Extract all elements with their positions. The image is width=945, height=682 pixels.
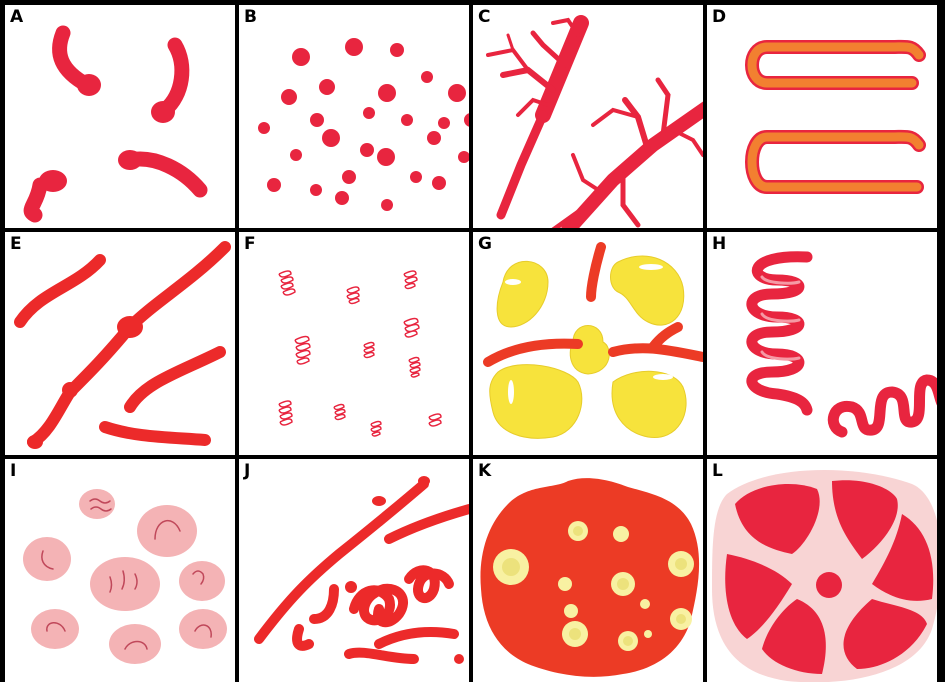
panel-label: J <box>244 461 250 481</box>
panel-c: C <box>473 5 703 228</box>
cocci-dots-illustration <box>239 5 469 228</box>
panel-j: J <box>239 459 469 682</box>
rods-and-coils-illustration <box>239 459 469 682</box>
panel-label: E <box>10 234 22 254</box>
panel-i: I <box>5 459 235 682</box>
panel-label: I <box>10 461 16 481</box>
irregular-rods-illustration <box>5 232 235 455</box>
panel-l: L <box>707 459 937 682</box>
u-shaped-rods-illustration <box>707 5 937 228</box>
panel-label: A <box>10 7 23 27</box>
panel-label: C <box>478 7 490 27</box>
panel-f: F <box>239 232 469 455</box>
panel-a: A <box>5 5 235 228</box>
pink-cells-illustration <box>5 459 235 682</box>
panel-label: K <box>478 461 491 481</box>
panel-b: B <box>239 5 469 228</box>
panel-label: B <box>244 7 257 27</box>
red-colony-with-granules-illustration <box>473 459 703 682</box>
branching-filaments-illustration <box>473 5 703 228</box>
tight-spirals-illustration <box>239 232 469 455</box>
large-coils-illustration <box>707 232 937 455</box>
panel-label: L <box>712 461 723 481</box>
curved-rods-illustration <box>5 5 235 228</box>
panel-label: G <box>478 234 492 254</box>
panel-h: H <box>707 232 937 455</box>
panel-e: E <box>5 232 235 455</box>
panel-label: D <box>712 7 726 27</box>
rods-with-yellow-blobs-illustration <box>473 232 703 455</box>
panel-label: H <box>712 234 726 254</box>
segmented-clusters-illustration <box>707 459 937 682</box>
panel-d: D <box>707 5 937 228</box>
panel-k: K <box>473 459 703 682</box>
panel-label: F <box>244 234 256 254</box>
panel-g: G <box>473 232 703 455</box>
